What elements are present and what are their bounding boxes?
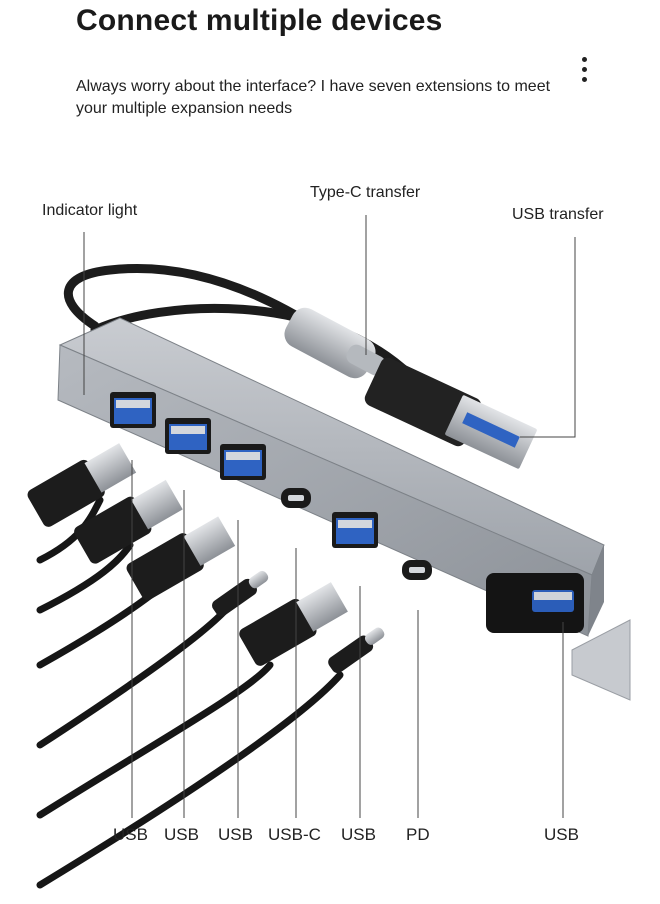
port-label-usb-5: USB [544,825,579,844]
port-label-usb-3: USB [218,825,253,844]
port-label-pd: PD [406,825,430,844]
port-label-usb-2: USB [164,825,199,844]
usb-stick [571,619,631,701]
front-ports [110,392,432,580]
typec-host-connector [284,307,386,379]
kebab-menu-icon[interactable] [573,57,595,89]
peripheral-plugs [27,443,385,674]
port-label-usb-4: USB [341,825,376,844]
usb-host-connector [364,357,537,469]
port-label-usb-1: USB [113,825,148,844]
hub-body [57,317,605,637]
port-label-usb-c: USB-C [268,825,321,844]
callout-usb-transfer: USB transfer [512,206,604,223]
callout-lines [83,215,576,818]
callout-indicator-light: Indicator light [42,202,138,219]
page-subtitle: Always worry about the interface? I have… [76,78,551,117]
host-cable-typec [63,263,325,335]
page-title: Connect multiple devices [76,4,443,37]
callout-type-c-transfer: Type-C transfer [310,184,421,201]
